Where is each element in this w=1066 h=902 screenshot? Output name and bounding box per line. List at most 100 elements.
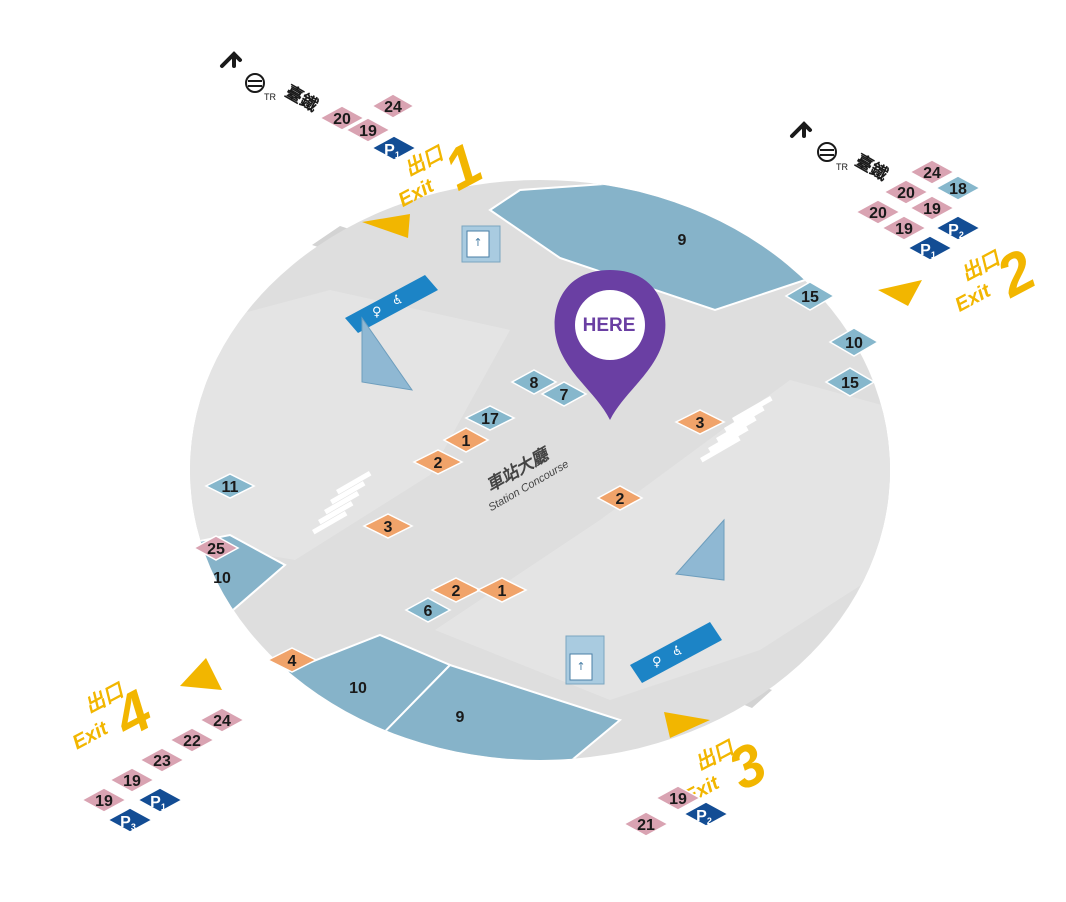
svg-text:2: 2 [452,583,461,600]
svg-text:24: 24 [213,713,231,730]
svg-text:17: 17 [481,411,499,428]
elevator-north[interactable]: ↑ [461,225,501,263]
svg-text:2: 2 [986,237,1046,310]
svg-text:22: 22 [183,733,201,750]
zone-9-south[interactable] [363,663,623,770]
tile-20[interactable] [318,105,366,131]
tile-7[interactable]: 7 [540,381,588,407]
exit-1-arrow-icon [362,214,410,238]
svg-text:24: 24 [923,165,941,182]
svg-text:20: 20 [869,205,887,222]
tile-24[interactable] [198,707,246,733]
tile-19[interactable] [908,195,956,221]
svg-text:19: 19 [923,201,941,218]
parking-p2[interactable] [682,801,730,827]
tile-19[interactable] [344,117,392,143]
svg-text:15: 15 [801,289,819,306]
tile-8[interactable]: 8 [510,369,558,395]
svg-text:P3: P3 [120,814,136,832]
tile-19b[interactable] [880,215,928,241]
svg-text:20: 20 [897,185,915,202]
svg-text:19: 19 [669,791,687,808]
svg-text:7: 7 [560,387,569,404]
arrow-up-left-icon [220,51,242,68]
tile-17[interactable]: 17 [464,405,516,431]
exit-2[interactable]: 24 18 20 19 20 19 P2 P1 出口 Exit 2 [854,159,1046,334]
toilet-icon: ♀ [652,655,662,670]
svg-text:19: 19 [123,773,141,790]
tile-21[interactable] [622,811,670,837]
svg-text:24: 24 [384,99,402,116]
tile-11[interactable]: 11 [204,473,256,499]
svg-text:6: 6 [424,603,433,620]
svg-text:P1: P1 [920,242,936,260]
shop-2-north[interactable]: 2 [412,449,464,475]
elevator-south[interactable]: ↑ [565,635,605,685]
svg-text:2: 2 [616,491,625,508]
svg-text:19: 19 [895,221,913,238]
svg-text:21: 21 [637,817,655,834]
rail-logo-icon [817,142,837,162]
svg-text:23: 23 [153,753,171,770]
exit-4[interactable]: 出口 Exit 4 24 22 23 19 19 P1 P3 [56,658,246,833]
parking-p1[interactable] [136,787,184,813]
shop-2-center[interactable]: 2 [596,485,644,511]
svg-text:20: 20 [333,111,351,128]
svg-text:2: 2 [434,455,443,472]
parking-p1[interactable] [906,235,954,261]
escalator-north-icon[interactable] [361,316,414,391]
svg-text:P1: P1 [384,142,400,160]
svg-text:11: 11 [222,479,239,496]
shop-3-east[interactable]: 3 [674,409,726,435]
tile-19b[interactable] [80,787,128,813]
tile-23[interactable] [138,747,186,773]
exit-3-arrow-icon [664,712,710,738]
svg-text:4: 4 [102,678,162,751]
svg-text:10: 10 [845,335,863,352]
svg-text:15: 15 [841,375,859,392]
floor-slab-west [190,290,510,560]
tile-15-north[interactable]: 15 [784,281,836,311]
rail-sign-nw: 臺鐵 TR [220,51,321,115]
tile-20[interactable] [882,179,930,205]
parking-p1[interactable] [370,135,418,161]
shop-4[interactable]: 4 [266,647,318,673]
facility-north[interactable]: ♀ ♿ [345,275,438,333]
rail-tr: TR [264,92,276,102]
tile-20b[interactable] [854,199,902,225]
shop-3-west[interactable]: 3 [362,513,414,539]
exit-4-arrow-icon [180,658,222,690]
shop-tiles: 1 2 3 2 3 2 1 4 [266,409,726,673]
rail-zh: 臺鐵 [282,81,321,115]
tile-19[interactable] [654,785,702,811]
tile-6[interactable]: 6 [404,597,452,623]
zone-9-south-label: 9 [456,709,465,726]
exit-2-arrow-icon [878,280,922,306]
tile-22[interactable] [168,727,216,753]
wheelchair-icon: ♿ [672,644,684,659]
svg-text:8: 8 [530,375,539,392]
svg-text:3: 3 [718,730,777,803]
tile-24[interactable] [370,93,416,119]
facility-south[interactable]: ♀ ♿ [630,622,722,683]
escalator-south-icon[interactable] [674,518,725,581]
toilet-icon: ♀ [372,305,382,320]
svg-text:Exit: Exit [69,717,113,754]
svg-text:4: 4 [288,653,297,670]
tile-10-east[interactable]: 10 [828,327,880,357]
tile-24[interactable] [908,159,956,185]
zone-10-southwest-label: 10 [349,680,367,697]
parking-p3[interactable] [106,807,154,833]
shop-1-south[interactable]: 1 [476,577,528,603]
tile-25[interactable]: 25 [192,535,240,561]
tile-19[interactable] [108,767,156,793]
rail-sign-ne: 臺鐵 TR [790,121,891,184]
you-are-here-pin[interactable]: HERE [554,270,666,420]
tile-18[interactable] [934,175,982,201]
parking-p2[interactable] [934,215,982,241]
rail-tr: TR [836,162,848,172]
tile-15-east[interactable]: 15 [824,367,876,397]
rail-zh: 臺鐵 [852,150,891,184]
shop-1-north[interactable]: 1 [442,427,490,453]
